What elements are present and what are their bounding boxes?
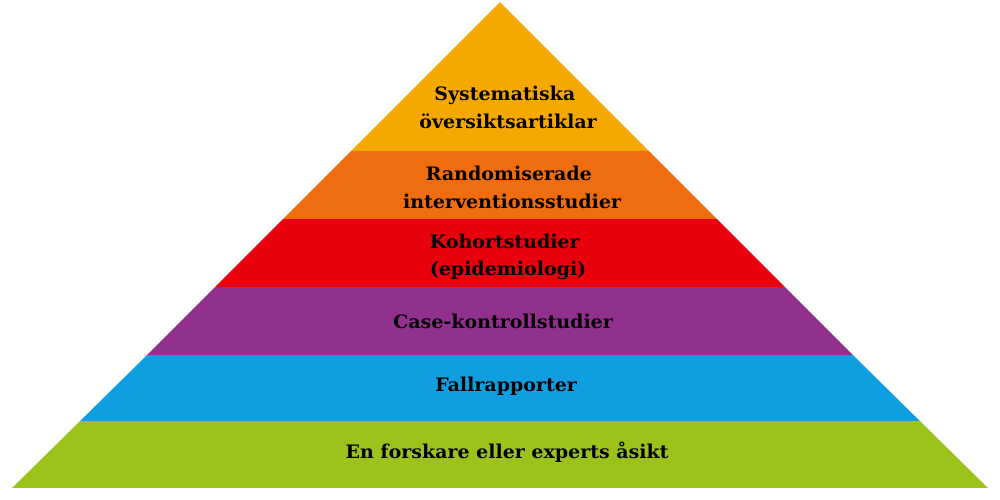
pyramid-level-2-line-2: interventionsstudier bbox=[403, 191, 622, 213]
pyramid-level-6-label: En forskare eller experts åsikt bbox=[346, 440, 669, 463]
pyramid-level-4-label: Case-kontrollstudier bbox=[393, 311, 614, 333]
pyramid-level-1-line-2: översiktsartiklar bbox=[419, 111, 597, 133]
pyramid-level-3-label: Kohortstudier (epidemiologi) bbox=[430, 231, 587, 280]
pyramid-level-1-band bbox=[351, 2, 649, 151]
pyramid-level-3-band bbox=[215, 219, 785, 287]
pyramid-level-6-line-1: En forskare eller experts åsikt bbox=[346, 440, 669, 463]
pyramid-level-4: Case-kontrollstudier bbox=[147, 287, 853, 355]
pyramid-level-1-line-1: Systematiska bbox=[434, 83, 575, 105]
pyramid-level-2-band bbox=[283, 151, 717, 219]
pyramid-level-3-line-1: Kohortstudier bbox=[430, 231, 581, 253]
pyramid-level-3-line-2: (epidemiologi) bbox=[430, 258, 586, 280]
pyramid-level-2-line-1: Randomiserade bbox=[426, 163, 592, 185]
pyramid-level-3: Kohortstudier (epidemiologi) bbox=[215, 219, 785, 287]
pyramid-level-5: Fallrapporter bbox=[80, 355, 920, 421]
pyramid-level-6: En forskare eller experts åsikt bbox=[12, 421, 988, 488]
pyramid-level-5-line-1: Fallrapporter bbox=[435, 374, 578, 396]
pyramid-level-4-line-1: Case-kontrollstudier bbox=[393, 311, 614, 333]
pyramid-level-4-band bbox=[147, 287, 853, 355]
pyramid-level-1: Systematiska översiktsartiklar bbox=[351, 2, 649, 151]
pyramid-level-2-label: Randomiserade interventionsstudier bbox=[403, 163, 622, 213]
pyramid-level-5-label: Fallrapporter bbox=[435, 374, 578, 396]
pyramid-level-2: Randomiserade interventionsstudier bbox=[283, 151, 717, 219]
pyramid-level-6-band bbox=[12, 421, 988, 488]
pyramid-level-5-band bbox=[80, 355, 920, 421]
pyramid-level-1-label: Systematiska översiktsartiklar bbox=[419, 83, 597, 133]
